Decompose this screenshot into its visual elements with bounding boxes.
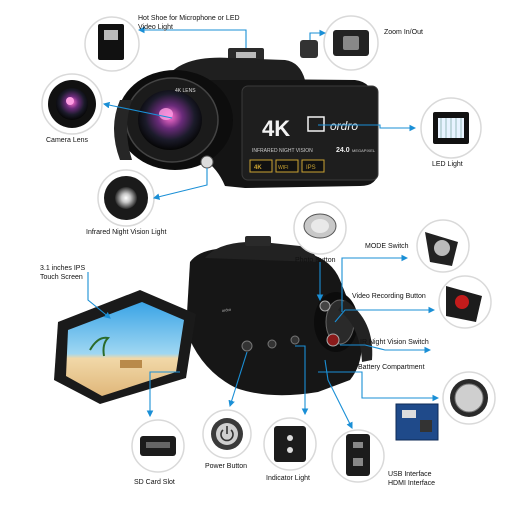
mode-switch-label: MODE Switch — [365, 243, 409, 250]
feature-chips — [249, 159, 325, 173]
photo-button-label: Photo Button — [295, 257, 336, 264]
battery-label: Battery Compartment — [358, 364, 425, 371]
indicator-label: Indicator Light — [266, 475, 310, 482]
power-button-label: Power Button — [205, 463, 248, 470]
screen-label: 3.1 inches IPS Touch Screen — [40, 265, 86, 281]
badge-4k: 4K — [262, 116, 290, 141]
hot-shoe-label: Hot Shoe for Microphone or LED Video Lig… — [138, 15, 240, 31]
chip-wifi: WIFI — [278, 165, 289, 171]
brand-logo-bottom: ordro — [221, 307, 232, 313]
usb-hdmi-label: USB Interface HDMI Interface — [388, 471, 436, 487]
camera-lens-label: Camera Lens — [46, 137, 89, 144]
chip-4k: 4K — [254, 165, 262, 171]
top-leader-lines — [102, 26, 417, 200]
night-text: INFRARED NIGHT VISION — [252, 148, 313, 154]
camera-bottom — [54, 236, 373, 404]
led-square — [307, 116, 325, 132]
video-button-label: Video Recording Button — [352, 293, 426, 300]
bottom-leader-lines — [87, 254, 440, 429]
brand-logo-top: ordro — [330, 119, 358, 133]
chip-ips: IPS — [306, 165, 316, 171]
indicator-light-icon — [274, 426, 306, 462]
sensor-suffix: MEGAPIXEL — [352, 148, 376, 153]
lens-text: 4K LENS — [175, 88, 196, 94]
hot-shoe-icon — [98, 24, 124, 60]
ir-light-label: Infrared Night Vision Light — [86, 229, 167, 236]
sd-slot-label: SD Card Slot — [134, 479, 175, 486]
led-light-label: LED Light — [432, 161, 463, 168]
zoom-label: Zoom In/Out — [384, 29, 423, 36]
usb-hdmi-icon — [346, 434, 370, 476]
sensor-text: 24.0 — [336, 147, 350, 154]
ir-switch-label: IR Night Vision Switch — [360, 339, 429, 346]
camera-top — [114, 40, 379, 188]
